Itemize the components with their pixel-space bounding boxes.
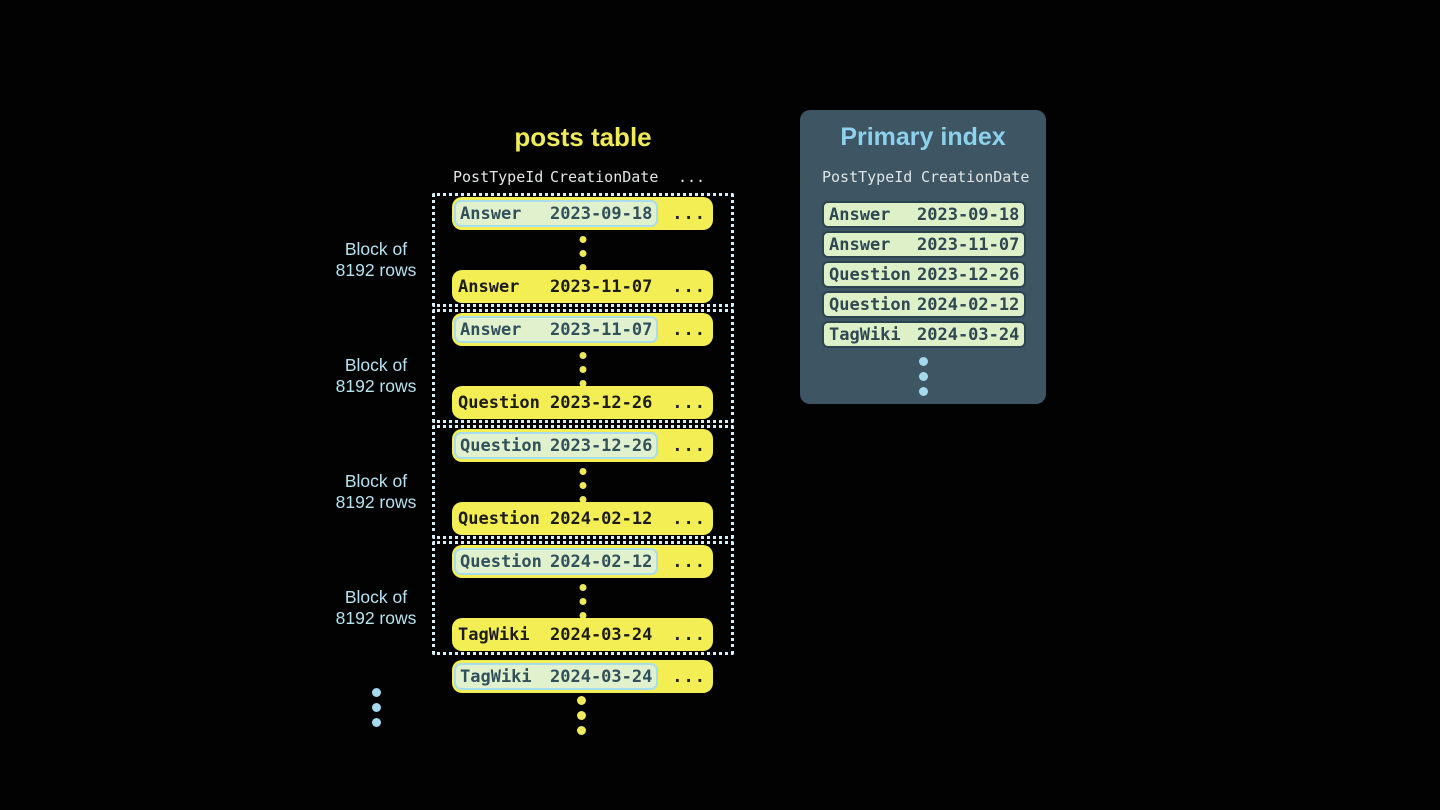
- table-row: Question 2024-02-12 ...: [452, 502, 713, 535]
- table-block-2: Answer 2023-11-07 ... Question 2023-12-2…: [432, 309, 734, 423]
- table-block-4: Question 2024-02-12 ... TagWiki 2024-03-…: [432, 541, 734, 655]
- ellipsis-dots: [579, 348, 587, 390]
- index-entry: Question 2024-02-12: [822, 291, 1027, 318]
- indexed-key-highlight: TagWiki 2024-03-24: [454, 663, 659, 690]
- table-column-header-creationdate: CreationDate: [550, 168, 659, 186]
- table-column-header-more: ...: [678, 168, 706, 186]
- block-label-3: Block of 8192 rows: [335, 471, 417, 512]
- blocks-continuation-dots: [372, 685, 381, 730]
- indexed-key-highlight: Question 2023-12-26: [454, 432, 659, 459]
- table-row: Answer 2023-11-07 ...: [452, 313, 713, 346]
- block-label-2: Block of 8192 rows: [335, 355, 417, 396]
- primary-index-panel: Primary index PostTypeId CreationDate An…: [800, 110, 1046, 404]
- indexed-key-highlight: Answer 2023-09-18: [454, 200, 659, 227]
- ellipsis-dots: [579, 464, 587, 506]
- index-column-header-posttypeid: PostTypeId: [822, 168, 913, 186]
- primary-index-title: Primary index: [840, 123, 1006, 151]
- table-row: TagWiki 2024-03-24 ...: [452, 618, 713, 651]
- table-row: Question 2023-12-26 ...: [452, 429, 713, 462]
- table-continuation-dots: [577, 693, 586, 738]
- ellipsis-dots: [579, 580, 587, 622]
- table-row-overflow: TagWiki 2024-03-24 ...: [452, 660, 713, 693]
- ellipsis-dots: [579, 232, 587, 274]
- table-row: Answer 2023-11-07 ...: [452, 270, 713, 303]
- block-label-4: Block of 8192 rows: [335, 587, 417, 628]
- block-label-1: Block of 8192 rows: [335, 239, 417, 280]
- index-entry: Question 2023-12-26: [822, 261, 1027, 288]
- indexed-key-highlight: Answer 2023-11-07: [454, 316, 659, 343]
- table-block-1: Answer 2023-09-18 ... Answer 2023-11-07 …: [432, 193, 734, 307]
- table-row: Question 2024-02-12 ...: [452, 545, 713, 578]
- index-entry: TagWiki 2024-03-24: [822, 321, 1027, 348]
- table-row: Question 2023-12-26 ...: [452, 386, 713, 419]
- index-entry: Answer 2023-09-18: [822, 201, 1027, 228]
- table-row: Answer 2023-09-18 ...: [452, 197, 713, 230]
- index-column-header-creationdate: CreationDate: [921, 168, 1030, 186]
- table-column-header-posttypeid: PostTypeId: [453, 168, 544, 186]
- index-entry: Answer 2023-11-07: [822, 231, 1027, 258]
- table-block-3: Question 2023-12-26 ... Question 2024-02…: [432, 425, 734, 539]
- posts-table-title: posts table: [514, 122, 652, 152]
- indexed-key-highlight: Question 2024-02-12: [454, 548, 659, 575]
- index-continuation-dots: [918, 354, 928, 399]
